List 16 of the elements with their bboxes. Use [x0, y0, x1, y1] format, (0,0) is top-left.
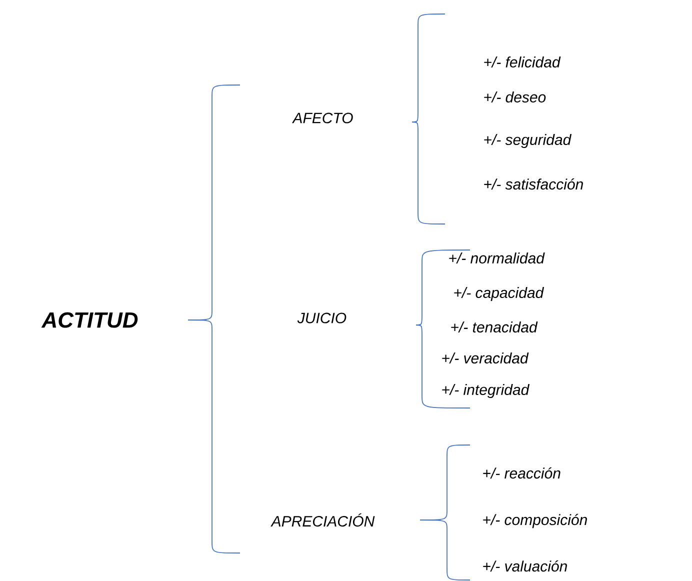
- item-text: +/- normalidad: [449, 252, 545, 264]
- item-text: +/- reacción: [483, 467, 560, 479]
- category-text: JUICIO: [297, 312, 346, 324]
- item-text: +/- satisfacción: [484, 178, 583, 190]
- item-text: +/- felicidad: [484, 56, 561, 68]
- item-text: +/- integridad: [442, 384, 530, 398]
- item-text: +/- tenacidad: [451, 322, 538, 333]
- item-text: +/- deseo: [484, 92, 546, 103]
- item-text: +/- veracidad: [442, 352, 529, 364]
- item-text: +/- capacidad: [454, 287, 544, 301]
- category-text: AFECTO: [292, 112, 353, 124]
- item-text: +/- seguridad: [484, 134, 572, 148]
- item-text: +/- valuación: [483, 560, 567, 572]
- heading-text: ACTITUD: [41, 312, 138, 328]
- category-text: APRECIACIÓN: [270, 513, 375, 527]
- item-text: +/- composición: [483, 514, 587, 528]
